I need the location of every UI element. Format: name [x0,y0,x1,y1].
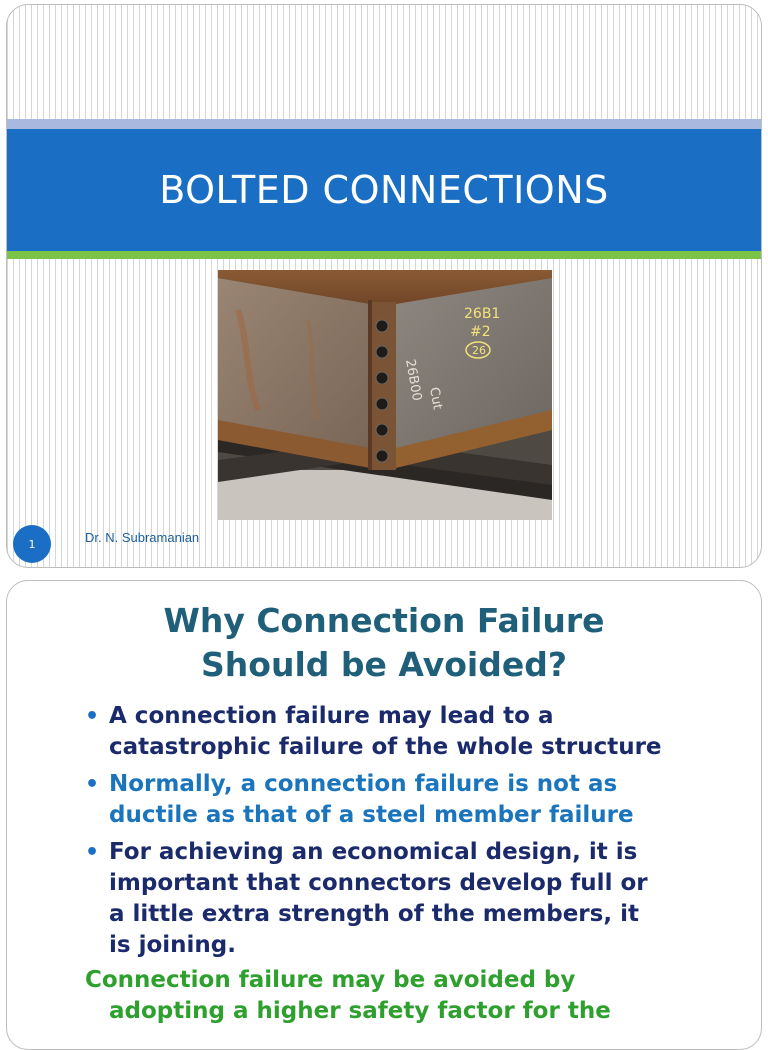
author-footer: Dr. N. Subramanian [85,530,200,545]
bullet-item-3: For achieving an economical design, it i… [85,837,745,961]
slide-2-title-line-2: Should be Avoided? [201,645,567,684]
slide-1: BOLTED CONNECTIONS [6,4,762,568]
chalk-mark-2: #2 [470,324,491,340]
chalk-mark-cut: Cut [426,386,445,411]
title-band: BOLTED CONNECTIONS [7,129,761,251]
title-top-stripe [7,119,761,129]
closing-line-2: adopting a higher safety factor for the [109,998,611,1024]
chalk-mark-26b00: 26B00 [402,358,424,402]
closing-line-1: Connection failure may be avoided by [85,967,576,993]
bullet-item-2: Normally, a connection failure is not as… [85,769,745,831]
slide-title: BOLTED CONNECTIONS [159,168,609,212]
page-number-badge: 1 [13,525,51,563]
slide-2: Why Connection Failure Should be Avoided… [6,580,762,1050]
bullet-3-line-1: For achieving an economical design, it i… [109,839,638,865]
bullet-item-1: A connection failure may lead to a catas… [85,701,745,763]
closing-statement: Connection failure may be avoided by ado… [85,965,745,1027]
chalk-mark-26b1: 26B1 [464,306,500,322]
bullet-2-line-1: Normally, a connection failure is not as [109,771,618,797]
steel-beam-connection-photo: 26B1 #2 26 26B00 Cut [218,270,552,520]
slide-2-title: Why Connection Failure Should be Avoided… [7,599,761,687]
bullet-list: A connection failure may lead to a catas… [85,701,745,967]
bullet-1-line-1: A connection failure may lead to a [109,703,554,729]
bullet-3-line-2: important that connectors develop full o… [109,870,648,896]
chalk-mark-26: 26 [472,344,486,357]
bullet-1-line-2: catastrophic failure of the whole struct… [109,734,662,760]
slide-2-title-line-1: Why Connection Failure [163,601,605,640]
bullet-3-line-3: a little extra strength of the members, … [109,901,639,927]
bullet-2-line-2: ductile as that of a steel member failur… [109,802,634,828]
bullet-3-line-4: is joining. [109,932,236,958]
title-bottom-stripe [7,251,761,259]
